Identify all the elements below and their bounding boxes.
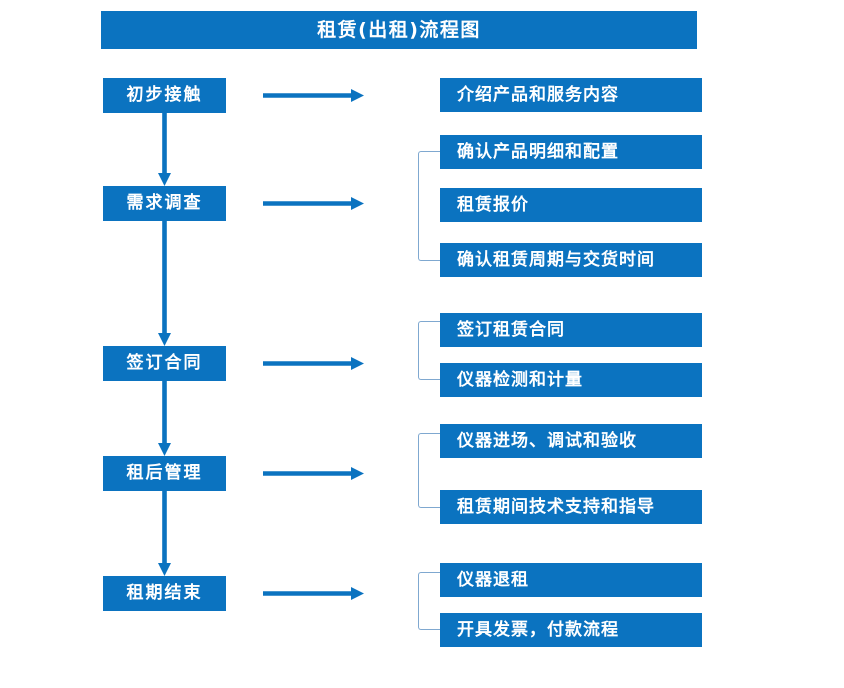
down-arrow-icon-3 — [158, 381, 171, 456]
detail-box-4[interactable]: 确认租赁周期与交货时间 — [440, 243, 702, 277]
stage-box-1[interactable]: 初步接触 — [103, 78, 226, 113]
detail-box-3[interactable]: 租赁报价 — [440, 188, 702, 222]
detail-box-8[interactable]: 租赁期间技术支持和指导 — [440, 490, 702, 524]
group-bracket-2 — [418, 321, 440, 380]
right-arrow-icon-2 — [263, 197, 364, 210]
detail-box-9[interactable]: 仪器退租 — [440, 563, 702, 597]
down-arrow-icon-1 — [158, 113, 171, 186]
detail-box-7[interactable]: 仪器进场、调试和验收 — [440, 424, 702, 458]
stage-box-3[interactable]: 签订合同 — [103, 346, 226, 381]
down-arrow-icon-2 — [158, 221, 171, 346]
right-arrow-icon-4 — [263, 467, 364, 480]
group-bracket-3 — [418, 433, 440, 508]
detail-box-10[interactable]: 开具发票，付款流程 — [440, 613, 702, 647]
right-arrow-icon-3 — [263, 357, 364, 370]
detail-box-6[interactable]: 仪器检测和计量 — [440, 363, 702, 397]
detail-box-1[interactable]: 介绍产品和服务内容 — [440, 78, 702, 112]
group-bracket-1 — [418, 151, 440, 261]
right-arrow-icon-1 — [263, 89, 364, 102]
down-arrow-icon-4 — [158, 491, 171, 576]
stage-box-5[interactable]: 租期结束 — [103, 576, 226, 611]
group-bracket-4 — [418, 572, 440, 630]
detail-box-5[interactable]: 签订租赁合同 — [440, 313, 702, 347]
flowchart-title: 租赁(出租)流程图 — [101, 11, 697, 49]
right-arrow-icon-5 — [263, 587, 364, 600]
stage-box-4[interactable]: 租后管理 — [103, 456, 226, 491]
stage-box-2[interactable]: 需求调查 — [103, 186, 226, 221]
detail-box-2[interactable]: 确认产品明细和配置 — [440, 135, 702, 169]
